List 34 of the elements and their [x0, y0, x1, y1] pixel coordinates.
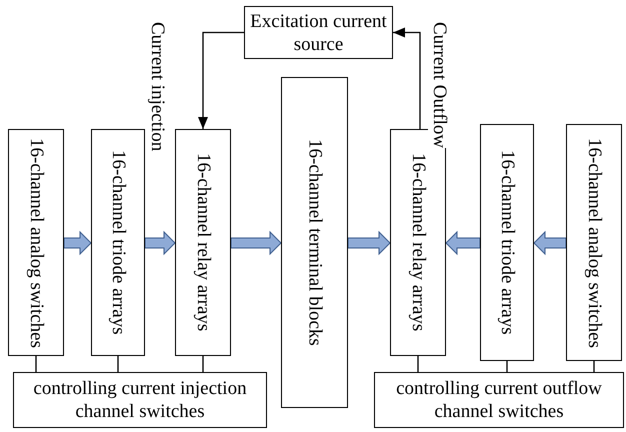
box-text: 16-channel analog switches — [25, 138, 47, 348]
vertical-box — [175, 129, 231, 356]
box-text: 16-channel triode arrays — [107, 150, 129, 335]
vertical-box — [8, 129, 64, 356]
block-arrow — [64, 230, 92, 256]
arrow — [198, 32, 244, 129]
box-text: controlling current outflow channel switches — [395, 377, 603, 423]
block-arrow — [445, 230, 480, 256]
block-arrow — [144, 230, 176, 256]
edge-label: Current injection — [146, 22, 168, 152]
vertical-box — [480, 124, 534, 361]
connector-line — [35, 356, 37, 372]
box-text: 16-channel terminal blocks — [304, 139, 326, 346]
edge-label: Current Outflow — [428, 22, 450, 148]
connector-line — [417, 356, 419, 372]
box-text: 16-channel relay arrays — [407, 153, 429, 332]
box-text: 16-channel relay arrays — [192, 153, 214, 332]
process-box — [13, 372, 267, 428]
vertical-box — [566, 124, 622, 361]
block-arrow — [533, 230, 566, 256]
process-box — [374, 372, 624, 428]
connector-line — [593, 361, 595, 372]
vertical-box — [91, 129, 145, 356]
connector-line — [202, 356, 204, 372]
box-text: controlling current injection channel switches — [32, 377, 248, 423]
box-text: 16-channel analog switches — [583, 138, 605, 348]
box-text: Excitation current source — [249, 10, 388, 56]
vertical-box — [281, 77, 348, 408]
connector-line — [506, 361, 508, 372]
block-arrow — [348, 230, 391, 256]
block-arrow — [230, 230, 282, 256]
connector-line — [117, 356, 119, 372]
box-text: 16-channel triode arrays — [496, 150, 518, 335]
arrow — [393, 28, 421, 129]
